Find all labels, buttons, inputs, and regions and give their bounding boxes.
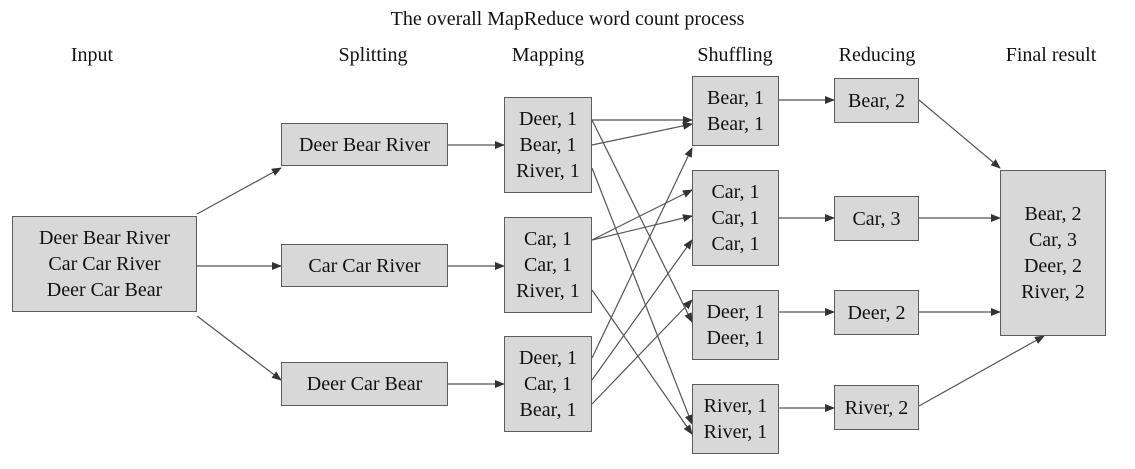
input-line: Car Car River [48, 253, 161, 275]
map-box-2: Car, 1 Car, 1 River, 1 [504, 217, 592, 313]
shuffle-box-car: Car, 1 Car, 1 Car, 1 [692, 170, 779, 266]
map-pair: Bear, 1 [519, 134, 577, 156]
arrow-map2-river-to-river [591, 289, 693, 435]
reduce-box-deer: Deer, 2 [834, 290, 919, 335]
arrow-map2-car1-to-car [591, 189, 693, 241]
stage-label-shuffling: Shuffling [697, 44, 773, 66]
stage-label-mapping: Mapping [511, 44, 585, 66]
shuffle-pair: Deer, 1 [706, 327, 765, 349]
shuffle-pair: Car, 1 [711, 233, 760, 255]
stage-label-reducing: Reducing [838, 44, 916, 66]
split-box-2: Car Car River [281, 244, 448, 287]
shuffle-box-river: River, 1 River, 1 [692, 384, 779, 454]
map-box-1: Deer, 1 Bear, 1 River, 1 [504, 97, 592, 193]
diagram-title: The overall MapReduce word count process [390, 8, 745, 30]
shuffle-box-bear: Bear, 1 Bear, 1 [692, 76, 779, 146]
arrow-reduce-bear-to-final [918, 99, 1001, 169]
arrow-map3-deer-to-deer [591, 147, 693, 359]
reduce-box-river: River, 2 [834, 385, 919, 430]
split-line: Deer Car Bear [306, 373, 423, 395]
reduce-pair: Deer, 2 [847, 301, 906, 324]
arrow-input-to-split-3 [196, 315, 282, 381]
final-result-box: Bear, 2 Car, 3 Deer, 2 River, 2 [1000, 170, 1106, 336]
map-pair: River, 1 [516, 160, 580, 182]
map-pair: Deer, 1 [518, 347, 578, 369]
reduce-box-bear: Bear, 2 [834, 78, 919, 123]
stage-label-input: Input [70, 44, 114, 66]
split-box-1: Deer Bear River [281, 123, 448, 166]
split-line: Car Car River [308, 254, 421, 277]
shuffle-pair: Bear, 1 [707, 113, 764, 135]
input-line: Deer Bear River [38, 227, 171, 249]
shuffle-pair: Deer, 1 [706, 301, 765, 323]
reduce-pair: Bear, 2 [848, 89, 905, 112]
map-pair: River, 1 [516, 280, 580, 302]
map-box-3: Deer, 1 Car, 1 Bear, 1 [504, 336, 592, 432]
shuffle-pair: River, 1 [703, 395, 768, 417]
reduce-box-car: Car, 3 [834, 196, 919, 241]
reduce-pair: River, 2 [844, 396, 909, 419]
arrow-map1-deer-to-deer [591, 119, 693, 323]
input-box: Deer Bear River Car Car River Deer Car B… [12, 216, 197, 312]
arrow-map1-river-to-river [591, 167, 693, 425]
shuffle-pair: River, 1 [703, 421, 768, 443]
arrow-input-to-split-1 [196, 167, 282, 215]
arrow-map3-bear-to-bear [591, 299, 693, 405]
split-line: Deer Bear River [298, 133, 431, 156]
arrow-map1-bear-to-bear [591, 121, 693, 146]
final-pair: Bear, 2 [1024, 203, 1082, 225]
map-pair: Car, 1 [523, 373, 573, 395]
final-pair: Car, 3 [1028, 229, 1078, 251]
arrow-reduce-river-to-final [918, 335, 1045, 407]
arrow-map2-car2-to-car [591, 214, 693, 241]
final-pair: River, 2 [1021, 281, 1085, 303]
split-box-3: Deer Car Bear [281, 362, 448, 406]
map-pair: Car, 1 [523, 254, 573, 276]
final-pair: Deer, 2 [1023, 255, 1083, 277]
map-pair: Bear, 1 [519, 399, 577, 421]
map-pair: Car, 1 [523, 228, 573, 250]
map-pair: Deer, 1 [518, 108, 578, 130]
arrow-map3-car-to-car [591, 239, 693, 381]
shuffle-pair: Car, 1 [711, 207, 760, 229]
stage-label-splitting: Splitting [338, 44, 408, 66]
shuffle-box-deer: Deer, 1 Deer, 1 [692, 290, 779, 360]
input-line: Deer Car Bear [46, 279, 163, 301]
shuffle-pair: Car, 1 [711, 181, 760, 203]
stage-label-final: Final result [1005, 44, 1097, 66]
reduce-pair: Car, 3 [852, 207, 901, 230]
shuffle-pair: Bear, 1 [707, 87, 764, 109]
